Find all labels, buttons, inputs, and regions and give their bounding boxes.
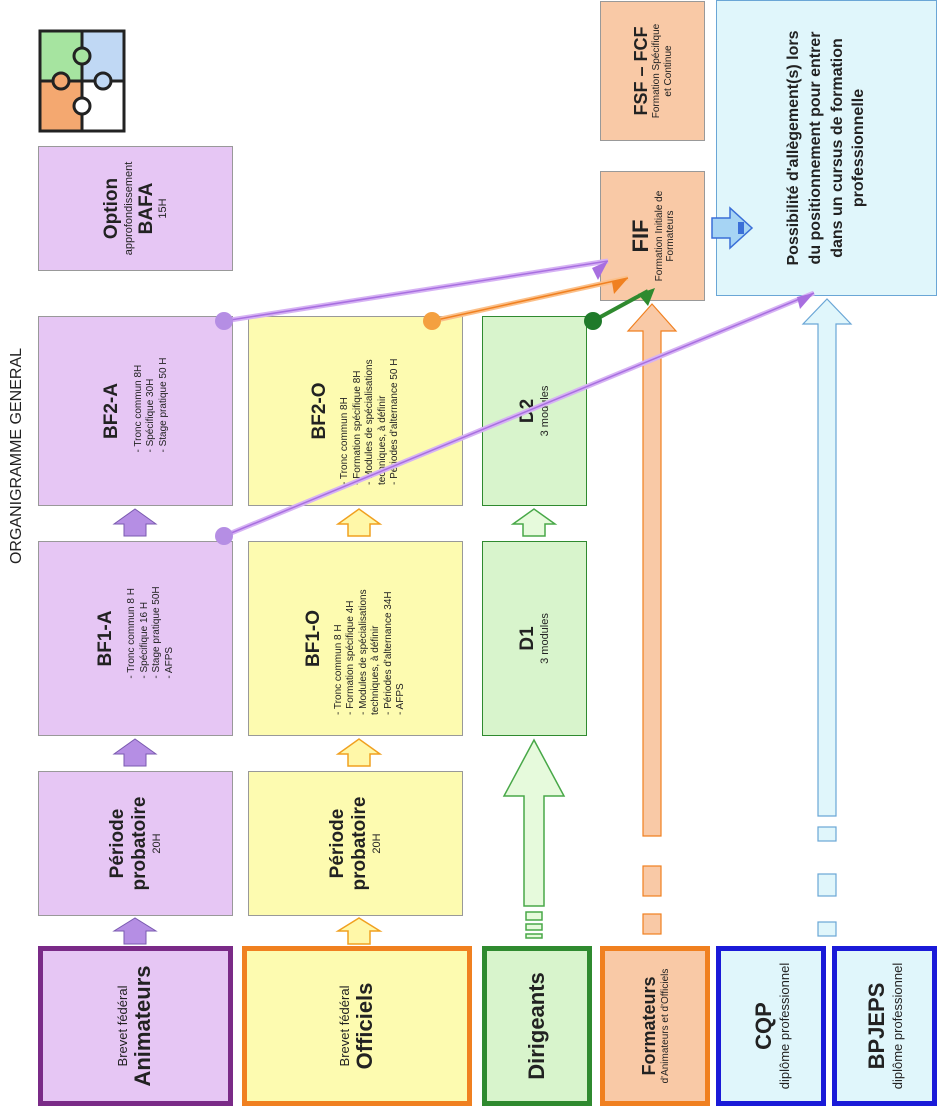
- dash-segment: [817, 826, 837, 842]
- dash-segment: [642, 865, 662, 897]
- connector-dot: [215, 312, 233, 330]
- arrow-up-icon: [638, 288, 655, 306]
- puzzle-knob: [93, 71, 113, 91]
- dash-segment: [817, 921, 837, 937]
- dash-segment: [642, 913, 662, 935]
- arrow-up-icon: [335, 508, 383, 537]
- arrow-up-icon: [612, 278, 628, 294]
- dash-segment: [525, 933, 543, 939]
- dash-segment: [525, 923, 543, 931]
- arrow-up-icon: [335, 738, 383, 767]
- arrow-up-icon: [801, 298, 853, 817]
- arrow-up-icon: [626, 303, 678, 837]
- arrow-up-icon: [510, 508, 558, 537]
- arrow-up-icon: [112, 738, 158, 767]
- puzzle-knob: [72, 46, 92, 66]
- connector-line: [431, 277, 629, 322]
- fif-connector-lines: [215, 258, 655, 330]
- connector-line: [223, 260, 609, 322]
- dash-segment: [817, 873, 837, 897]
- arrow-up-icon: [112, 917, 158, 945]
- arrow-up-icon: [335, 917, 383, 945]
- dash-segment: [738, 222, 744, 234]
- cqp-progression-arrow: [801, 298, 853, 937]
- connector-line: [223, 292, 815, 537]
- dash-segment: [525, 911, 543, 921]
- puzzle-knob: [51, 71, 71, 91]
- arrow-up-icon: [797, 293, 814, 309]
- arrow-up-icon: [502, 738, 566, 907]
- connector-dot: [215, 527, 233, 545]
- puzzle-knob: [72, 96, 92, 116]
- animateurs-progression-arrows: [112, 508, 158, 945]
- puzzle-icon: [38, 29, 126, 133]
- arrow-up-icon: [112, 508, 158, 537]
- connector-dot: [423, 312, 441, 330]
- connector-line: [592, 289, 649, 323]
- arrow-up-icon: [592, 261, 608, 280]
- officiels-progression-arrows: [335, 508, 383, 945]
- dirigeants-progression-arrows: [502, 508, 566, 939]
- allegement-connector-line: [215, 290, 815, 545]
- formateurs-progression-arrow: [626, 303, 678, 935]
- arrow-left-icon: [711, 206, 754, 250]
- connector-dot: [584, 312, 602, 330]
